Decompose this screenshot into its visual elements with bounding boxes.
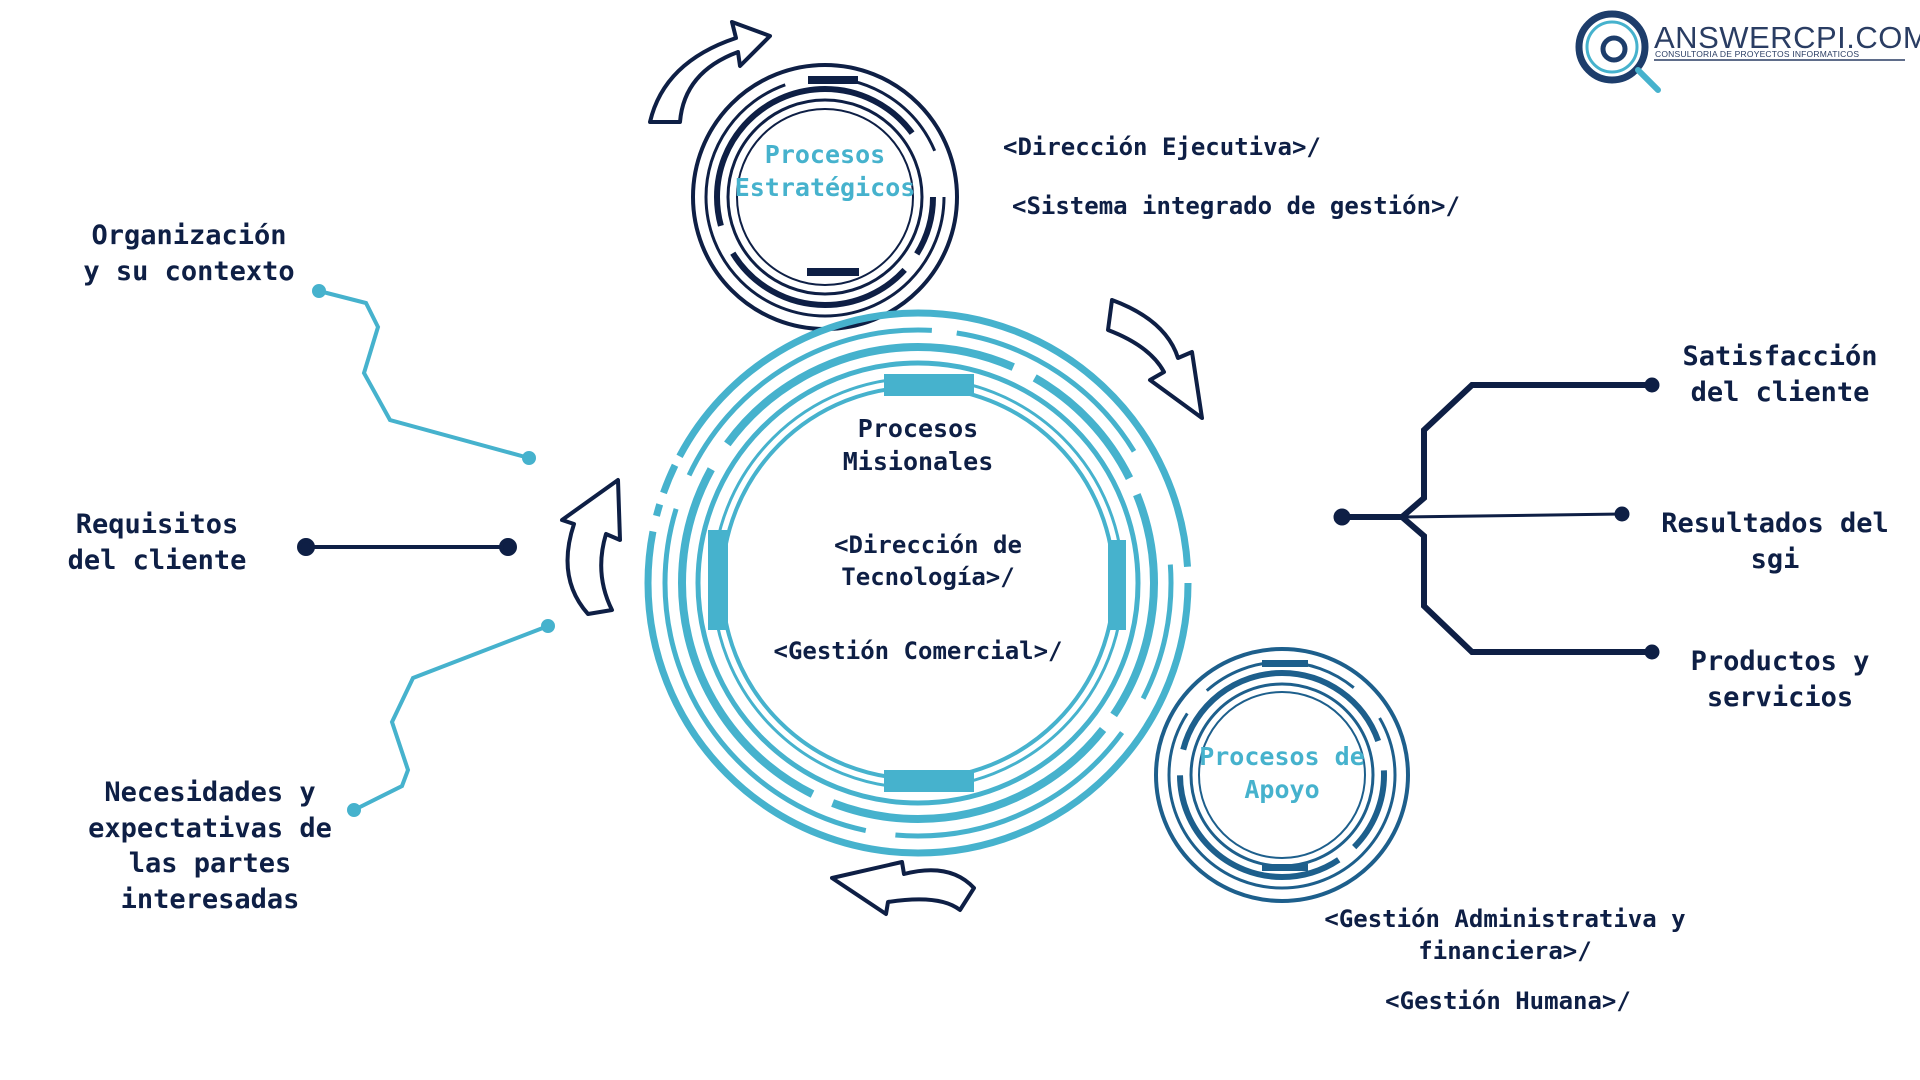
missional-item-commercial: <Gestión Comercial>/ <box>773 637 1063 665</box>
missional-title: Procesos Misionales <box>842 414 994 476</box>
connector-context <box>312 284 536 465</box>
strategic-title: Procesos Estratégicos <box>734 140 916 202</box>
input-needs: Necesidades y expectativas de las partes… <box>88 777 332 915</box>
cycle-arrow-left <box>560 478 622 616</box>
support-item-human: <Gestión Humana>/ <box>1385 987 1631 1015</box>
strategic-item-executive: <Dirección Ejecutiva>/ <box>1003 133 1321 161</box>
strategic-item-integrated-system: <Sistema integrado de gestión>/ <box>1012 192 1460 220</box>
support-process-circle <box>1154 647 1410 903</box>
logo-tagline: CONSULTORIA DE PROYECTOS INFORMATICOS <box>1655 49 1860 59</box>
missional-item-technology: <Dirección de Tecnología>/ <box>834 531 1022 591</box>
cycle-arrow-bottom <box>830 860 976 916</box>
input-context: Organización y su contexto <box>83 220 295 287</box>
connector-requirements <box>297 538 517 556</box>
connector-outputs <box>1333 377 1660 660</box>
cycle-arrow-top-right <box>1106 298 1204 420</box>
missional-process-circle <box>644 309 1192 857</box>
output-results: Resultados del sgi <box>1661 508 1889 575</box>
connector-needs <box>347 619 555 817</box>
logo-at-icon <box>1575 10 1661 93</box>
input-requirements: Requisitos del cliente <box>67 509 247 576</box>
cycle-arrow-top-left <box>648 20 772 124</box>
support-title: Procesos de Apoyo <box>1199 742 1365 804</box>
support-item-administrative: <Gestión Administrativa y financiera>/ <box>1324 905 1686 965</box>
output-satisfaction: Satisfacción del cliente <box>1682 341 1878 408</box>
output-products: Productos y servicios <box>1690 646 1870 713</box>
logo-name: ANSWERCPI.COM <box>1654 20 1920 55</box>
